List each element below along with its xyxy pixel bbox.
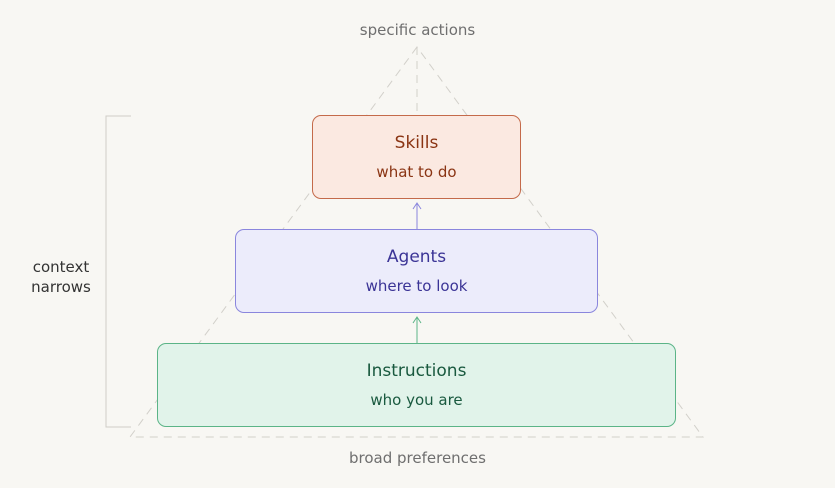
skills-box: Skills what to do [312,115,521,199]
side-label-line: context [32,258,90,276]
arrow-agents-to-skills [412,202,422,229]
side-label-line: narrows [31,278,91,296]
side-label: context narrows [18,257,104,297]
bottom-label: broad preferences [349,449,486,467]
agents-box: Agents where to look [235,229,598,313]
instructions-title: Instructions [366,361,467,381]
top-label: specific actions [359,21,476,39]
agents-title: Agents [386,247,447,267]
context-bracket [105,115,131,428]
skills-title: Skills [394,133,439,153]
arrow-instructions-to-agents [412,316,422,343]
instructions-subtitle: who you are [370,391,463,409]
instructions-box: Instructions who you are [157,343,676,427]
skills-subtitle: what to do [376,163,457,181]
agents-subtitle: where to look [365,277,468,295]
